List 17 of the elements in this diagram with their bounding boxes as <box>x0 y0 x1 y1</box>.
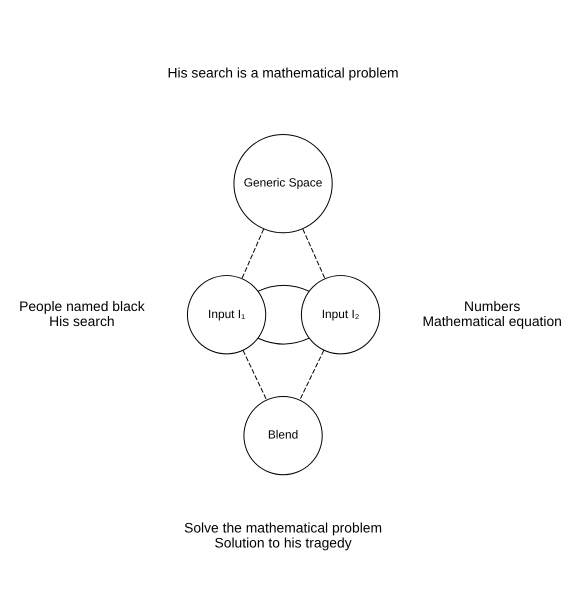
node-label: Solve the mathematical problem <box>184 518 382 535</box>
node-label: People named black <box>19 297 145 314</box>
node-circle: Input I₂ <box>300 274 380 354</box>
node-label: Solution to his tragedy <box>214 534 352 550</box>
connector <box>241 228 264 279</box>
connector <box>242 349 268 400</box>
node-circle: Input I₁ <box>186 274 266 354</box>
node-label: Numbers <box>464 297 520 314</box>
connector <box>299 349 324 400</box>
connector <box>302 228 326 279</box>
node-label: His search <box>49 312 115 328</box>
node-circle: Blend <box>243 395 323 475</box>
node-label: His search is a mathematical problem <box>168 64 399 80</box>
connector <box>258 284 310 292</box>
node-label: Mathematical equation <box>422 312 562 328</box>
node-circle: Generic Space <box>233 133 333 233</box>
connector <box>258 337 310 344</box>
